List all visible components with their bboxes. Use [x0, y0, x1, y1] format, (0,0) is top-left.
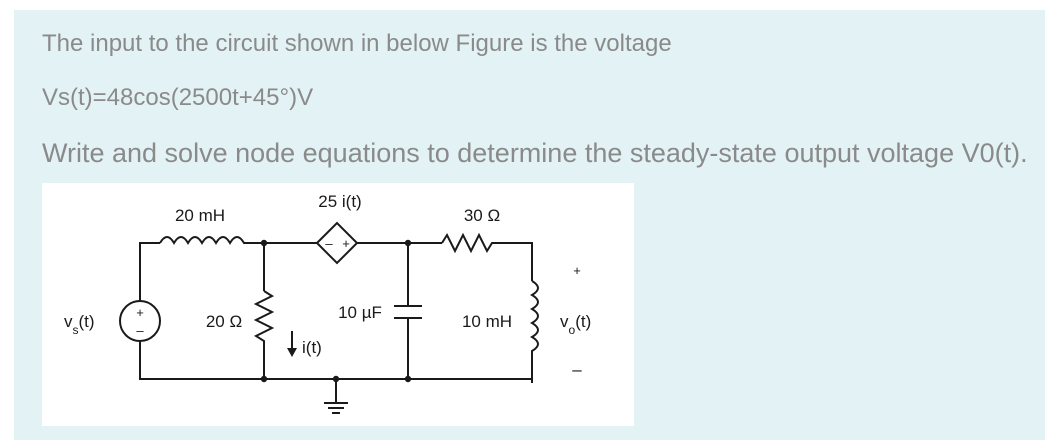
node-bottom-right [404, 375, 412, 383]
circuit-figure: + – – + 20 mH 25 i(t) 30 Ω vs(t) 20 Ω i(… [42, 183, 634, 426]
label-capacitor: 10 µF [338, 303, 382, 322]
output-plus: + [573, 263, 581, 278]
voltage-source-icon [119, 300, 161, 342]
label-inductor-10mh: 10 mH [462, 312, 512, 331]
label-current: i(t) [302, 338, 322, 357]
resistor-30ohm [441, 232, 522, 254]
dependent-source-icon [315, 221, 359, 265]
label-output-arg: (t) [575, 312, 591, 331]
label-output-sub: o [569, 323, 576, 337]
current-arrow-icon [287, 348, 297, 357]
label-source-v: v [64, 312, 73, 331]
label-resistor-30ohm: 30 Ω [464, 206, 500, 225]
node-bottom-left [260, 375, 268, 383]
inductor-10mh [530, 280, 539, 383]
output-minus: – [572, 360, 582, 379]
label-source: vs(t) [64, 312, 95, 337]
source-minus: – [136, 323, 144, 338]
top-strip [0, 0, 1045, 10]
resistor-20ohm [253, 290, 275, 379]
source-plus: + [136, 305, 144, 320]
node-ground [332, 375, 340, 383]
circuit-diagram: + – – + 20 mH 25 i(t) 30 Ω vs(t) 20 Ω i(… [64, 192, 591, 414]
node-b [404, 239, 412, 247]
label-dependent-source: 25 i(t) [318, 192, 361, 211]
problem-line-2: Vs(t)=48cos(2500t+45°)V [42, 84, 314, 111]
label-source-arg: (t) [79, 312, 95, 331]
label-output: vo(t) [560, 312, 591, 337]
inductor-20mh [159, 236, 264, 245]
label-output-v: v [560, 312, 569, 331]
dep-source-plus: + [342, 236, 350, 251]
label-inductor-20mh: 20 mH [175, 206, 225, 225]
problem-line-3: Write and solve node equations to determ… [42, 138, 1028, 168]
node-a [260, 239, 268, 247]
dep-source-minus: – [325, 236, 333, 251]
label-resistor-20ohm: 20 Ω [206, 312, 242, 331]
problem-line-1: The input to the circuit shown in below … [42, 30, 672, 57]
label-source-sub: s [73, 323, 79, 337]
